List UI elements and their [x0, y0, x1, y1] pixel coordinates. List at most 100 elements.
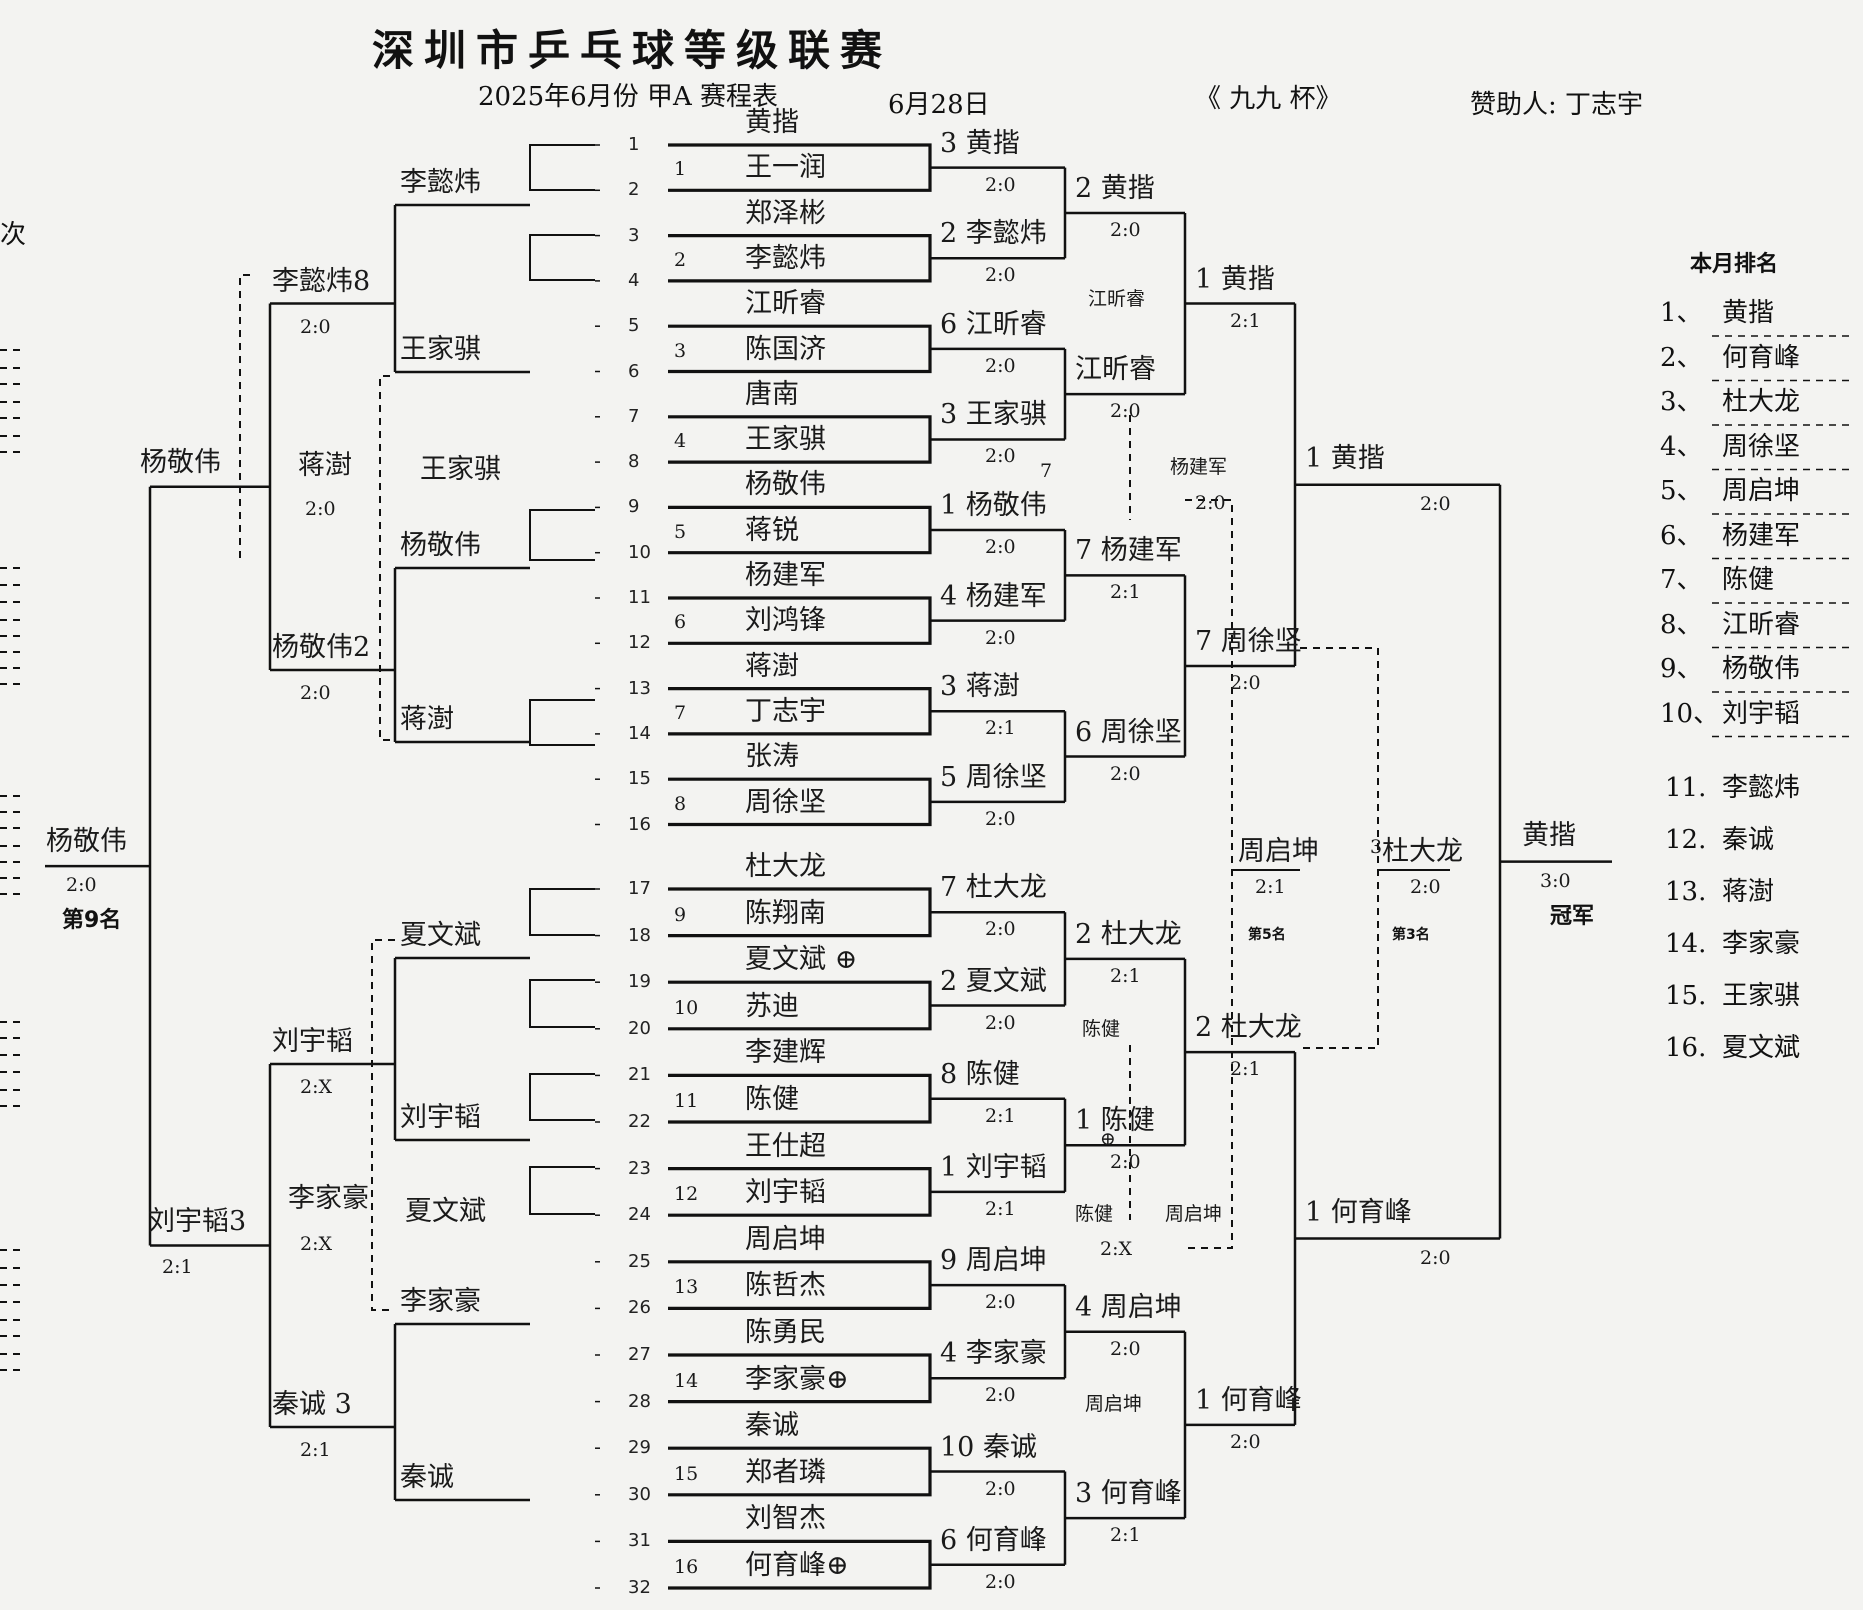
- seed-number: 13: [674, 1276, 699, 1299]
- side-note: 2:X: [1100, 1238, 1133, 1260]
- ranking-name: 周徐坚: [1722, 431, 1801, 462]
- left-bottom-mid-score: 2:X: [300, 1076, 333, 1098]
- r2-score: 2:0: [985, 1291, 1016, 1314]
- seed-number: 7: [674, 701, 687, 724]
- slot-number: 31: [628, 1530, 651, 1552]
- slot-number: 26: [628, 1297, 651, 1319]
- r3-score: 2:0: [1110, 218, 1141, 241]
- r2-score: 2:0: [985, 1477, 1016, 1500]
- slot-number: 5: [628, 315, 640, 337]
- r2-score: 2:1: [985, 717, 1016, 740]
- r1-player: 陈国济: [745, 333, 826, 365]
- slot-number: 27: [628, 1344, 651, 1365]
- sf-score: 2:0: [1420, 1246, 1451, 1269]
- r1-player: 陈哲杰: [745, 1270, 826, 1302]
- third-place-name: 杜大龙: [1382, 836, 1463, 867]
- r3-score: 2:1: [1110, 581, 1141, 604]
- slot-number: 6: [628, 360, 640, 382]
- r1-player: 刘宇韬: [745, 1177, 826, 1209]
- ranking-rank: 4、: [1660, 431, 1703, 462]
- r1-player: 江昕睿: [745, 288, 826, 320]
- seed-number: 16: [674, 1556, 699, 1578]
- left-top-mid-entry: 李懿炜8: [272, 265, 371, 297]
- ranking-name: 李懿炜: [1722, 773, 1801, 803]
- sf-winner: 1 黄揩: [1305, 442, 1385, 474]
- r1-player: 郑泽彬: [745, 197, 826, 229]
- r3-winner: 4 周启坤: [1075, 1291, 1182, 1323]
- slot-number: 7: [628, 405, 640, 427]
- left-top-extra: 蒋澍: [298, 450, 352, 481]
- seed-number: 8: [674, 792, 687, 815]
- final-score: 3:0: [1540, 869, 1571, 892]
- left-bottom-entry: 夏文斌: [400, 920, 481, 951]
- r1-player: 蒋澍: [745, 650, 799, 682]
- r1-player: 李建辉: [745, 1037, 826, 1069]
- third-place-seed: 3: [1370, 836, 1383, 858]
- seed-number: 15: [674, 1462, 699, 1485]
- r3-winner: 2 黄揩: [1075, 172, 1155, 204]
- r1-player: 周徐坚: [745, 786, 826, 818]
- champion-name: 黄揩: [1522, 819, 1576, 851]
- slot-number: 23: [628, 1157, 651, 1179]
- left-bottom-final-entry: 刘宇韬3: [148, 1205, 247, 1237]
- side-note: 杨建军: [1170, 456, 1228, 478]
- r2-score: 2:0: [985, 445, 1016, 468]
- r4-winner: 1 何育峰: [1195, 1384, 1302, 1416]
- left-top-entry: 王家骐: [400, 334, 481, 365]
- side-note: 周启坤: [1085, 1393, 1143, 1415]
- left-feeder: [529, 509, 595, 561]
- ninth-place-name: 杨敬伟: [46, 826, 127, 858]
- r2-winner: 4 杨建军: [940, 580, 1047, 612]
- ranking-rank: 7、: [1660, 565, 1703, 595]
- r1-player: 刘鸿锋: [745, 605, 826, 637]
- slot-number: 1: [628, 134, 640, 155]
- ranking-name: 李家豪: [1722, 929, 1801, 959]
- seed-number: 11: [674, 1090, 699, 1112]
- side-note: 2:0: [1195, 492, 1226, 514]
- left-top-mid-entry: 杨敬伟2: [272, 632, 371, 663]
- r3-winner: 江昕睿: [1075, 354, 1156, 386]
- r4-score: 2:0: [1230, 671, 1261, 694]
- left-dash: [371, 939, 395, 1311]
- seed-number: 12: [674, 1183, 699, 1206]
- r4-score: 2:1: [1230, 1058, 1261, 1081]
- r2-score: 2:0: [985, 1011, 1016, 1034]
- r3-score: 2:0: [1110, 1337, 1141, 1360]
- r1-player: 唐南: [745, 378, 799, 410]
- ranking-name: 杜大龙: [1722, 387, 1801, 417]
- ranking-rank: 6、: [1660, 520, 1703, 551]
- r3-score: 2:1: [1110, 1524, 1141, 1547]
- seed-number: 3: [674, 339, 687, 362]
- r2-score: 2:0: [985, 1570, 1016, 1593]
- left-feeder: [529, 979, 595, 1028]
- page-title: 深圳市乒乓球等级联赛: [372, 26, 893, 75]
- r1-player: 周启坤: [745, 1223, 826, 1255]
- seed-number: 9: [674, 903, 687, 926]
- side-note: 陈健: [1075, 1203, 1114, 1225]
- r1-player: 郑者璘: [745, 1456, 826, 1488]
- ranking-rank: 1、: [1660, 298, 1703, 328]
- slot-number: 28: [628, 1390, 651, 1412]
- r2-score: 2:0: [985, 626, 1016, 649]
- r4-score: 2:0: [1230, 1430, 1261, 1453]
- ranking-name: 夏文斌: [1722, 1033, 1801, 1063]
- slot-number: 4: [628, 269, 640, 291]
- slot-number: 20: [628, 1017, 651, 1039]
- left-bottom-mid-entry: 秦诚 3: [272, 1389, 352, 1420]
- seed-number: 1: [674, 158, 687, 181]
- ranking-name: 黄揩: [1722, 298, 1775, 328]
- ranking-name: 何育峰: [1722, 342, 1801, 373]
- ninth-place-label: 第9名: [62, 908, 122, 934]
- slot-number: 12: [628, 632, 651, 654]
- ranking-name: 秦诚: [1722, 825, 1775, 855]
- slot-number: 11: [628, 587, 651, 608]
- r4-winner: 1 黄揩: [1195, 263, 1275, 295]
- slot-number: 10: [628, 541, 651, 563]
- left-top-mid-score: 2:0: [300, 682, 331, 704]
- left-top-extra-score: 2:0: [305, 498, 336, 520]
- slot-number: 22: [628, 1111, 651, 1132]
- side-note: 江昕睿: [1088, 288, 1146, 310]
- left-bottom-entry: 刘宇韬: [400, 1102, 481, 1133]
- ninth-place-score: 2:0: [66, 874, 97, 897]
